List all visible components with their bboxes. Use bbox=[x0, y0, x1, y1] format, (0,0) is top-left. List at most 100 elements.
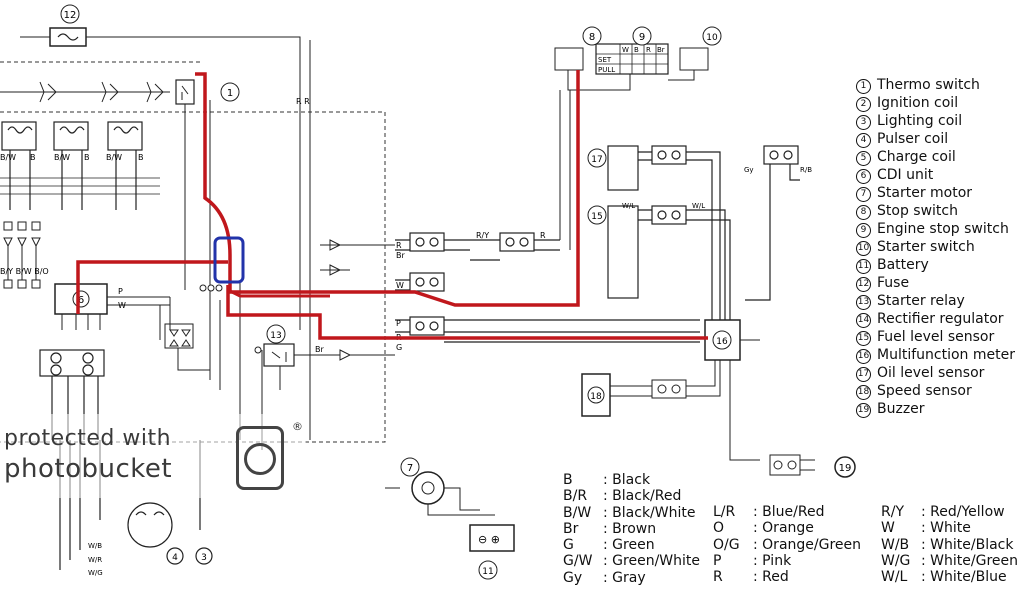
watermark-line2: photobucket bbox=[4, 454, 173, 484]
callout-box bbox=[213, 236, 245, 284]
wire-label: R/Y bbox=[476, 231, 489, 240]
color-code: L/R: Blue/Red bbox=[713, 504, 825, 520]
wire-label: B/W bbox=[0, 153, 16, 162]
panel-header: B bbox=[634, 46, 639, 54]
buzzer-19: 19 bbox=[769, 454, 856, 478]
watermark-line1: protected with bbox=[4, 426, 172, 451]
rectifier-blocks bbox=[39, 349, 105, 440]
wire-label: R bbox=[540, 231, 546, 240]
color-code: B: Black bbox=[563, 472, 651, 488]
fuel-sensor-num: 15 bbox=[591, 212, 602, 222]
svg-text:1: 1 bbox=[227, 88, 233, 99]
color-code: P: Pink bbox=[713, 552, 792, 569]
panel-row: PULL bbox=[598, 66, 615, 74]
sensor-blocks bbox=[607, 145, 800, 320]
svg-text:16: 16 bbox=[716, 337, 728, 347]
highlight-circuit-d bbox=[227, 288, 330, 298]
panel-header: W bbox=[622, 46, 629, 54]
svg-text:9: 9 bbox=[639, 32, 645, 43]
fuse-12: 12 bbox=[20, 4, 301, 330]
speed-sensor-18: 18 bbox=[581, 360, 721, 417]
registered-mark: ® bbox=[292, 420, 303, 433]
svg-text:13: 13 bbox=[270, 331, 281, 341]
starter-motor-7: 7 bbox=[385, 457, 495, 516]
wire-label: G bbox=[396, 343, 402, 352]
camera-icon bbox=[236, 426, 284, 490]
oil-sensor-callout bbox=[587, 148, 607, 168]
wire-label: B/W bbox=[106, 153, 122, 162]
color-code: G/W: Green/White bbox=[563, 553, 700, 570]
color-code: B/W: Black/White bbox=[563, 504, 696, 521]
photobucket-watermark: protected with photobucket ® bbox=[0, 414, 306, 498]
wire-label: B bbox=[84, 153, 90, 162]
connector-column-1 bbox=[395, 232, 700, 343]
color-codes-col1: B: Black B/R: Black/Red B/W: Black/White… bbox=[563, 472, 700, 586]
wire-label: W/R bbox=[88, 556, 102, 564]
color-code: W/G: White/Green bbox=[881, 552, 1018, 569]
ignition-coils bbox=[1, 121, 143, 210]
panel-header: Br bbox=[657, 46, 665, 54]
color-codes-col2: L/R: Blue/Red O: Orange O/G: Orange/Gree… bbox=[713, 504, 861, 585]
color-code: W/L: White/Blue bbox=[881, 569, 1007, 586]
wire-label: R/B bbox=[800, 166, 812, 174]
color-code: R: Red bbox=[713, 569, 789, 586]
bus-lines bbox=[0, 177, 160, 195]
diode-pack bbox=[164, 323, 210, 371]
svg-text:11: 11 bbox=[482, 567, 493, 577]
panel-row: SET bbox=[598, 56, 612, 64]
magneto-stator bbox=[59, 440, 213, 570]
panel-header: R bbox=[646, 46, 651, 54]
svg-text:8: 8 bbox=[589, 32, 595, 43]
wire-label: P bbox=[118, 287, 123, 296]
highlight-circuit-c bbox=[226, 285, 708, 340]
starter-relay-13: 13 bbox=[263, 324, 395, 367]
lighting-coil-num: 3 bbox=[201, 553, 207, 563]
engine-enclosure bbox=[0, 61, 386, 443]
wire-label: R R bbox=[296, 97, 310, 106]
fuel-sensor-callout bbox=[587, 205, 607, 225]
color-code: B/R: Black/Red bbox=[563, 488, 682, 505]
wire-label: B bbox=[138, 153, 144, 162]
highlight-circuit-a bbox=[195, 70, 580, 307]
color-code: Br: Brown bbox=[563, 520, 657, 537]
battery-11: ⊖ ⊕ 11 bbox=[469, 524, 515, 580]
wire-label: B/W bbox=[54, 153, 70, 162]
cdi-unit-6: 6 bbox=[54, 283, 171, 340]
color-code: Gy: Gray bbox=[563, 569, 646, 586]
ground-terminals bbox=[199, 284, 262, 354]
harness-connectors bbox=[320, 239, 395, 276]
svg-text:6: 6 bbox=[78, 295, 84, 306]
svg-text:10: 10 bbox=[706, 33, 718, 43]
spark-plugs bbox=[0, 81, 170, 103]
wire-label: W bbox=[118, 301, 126, 310]
pulser-coil-num: 4 bbox=[172, 553, 178, 563]
thermo-switch-1: 1 bbox=[175, 79, 240, 290]
wire-label: Br bbox=[396, 251, 405, 260]
wire-label: B/Y B/W B/O bbox=[0, 267, 49, 276]
multifunction-meter-16: 16 bbox=[704, 319, 760, 461]
connector-pins bbox=[3, 221, 41, 289]
svg-text:12: 12 bbox=[64, 10, 77, 21]
color-code: W/B: White/Black bbox=[881, 536, 1014, 553]
wire-label: R bbox=[396, 241, 402, 250]
wire-label: W/G bbox=[88, 569, 103, 577]
color-code: W: White bbox=[881, 520, 971, 537]
wire-label: W bbox=[396, 281, 404, 290]
oil-sensor-num: 17 bbox=[591, 155, 602, 165]
